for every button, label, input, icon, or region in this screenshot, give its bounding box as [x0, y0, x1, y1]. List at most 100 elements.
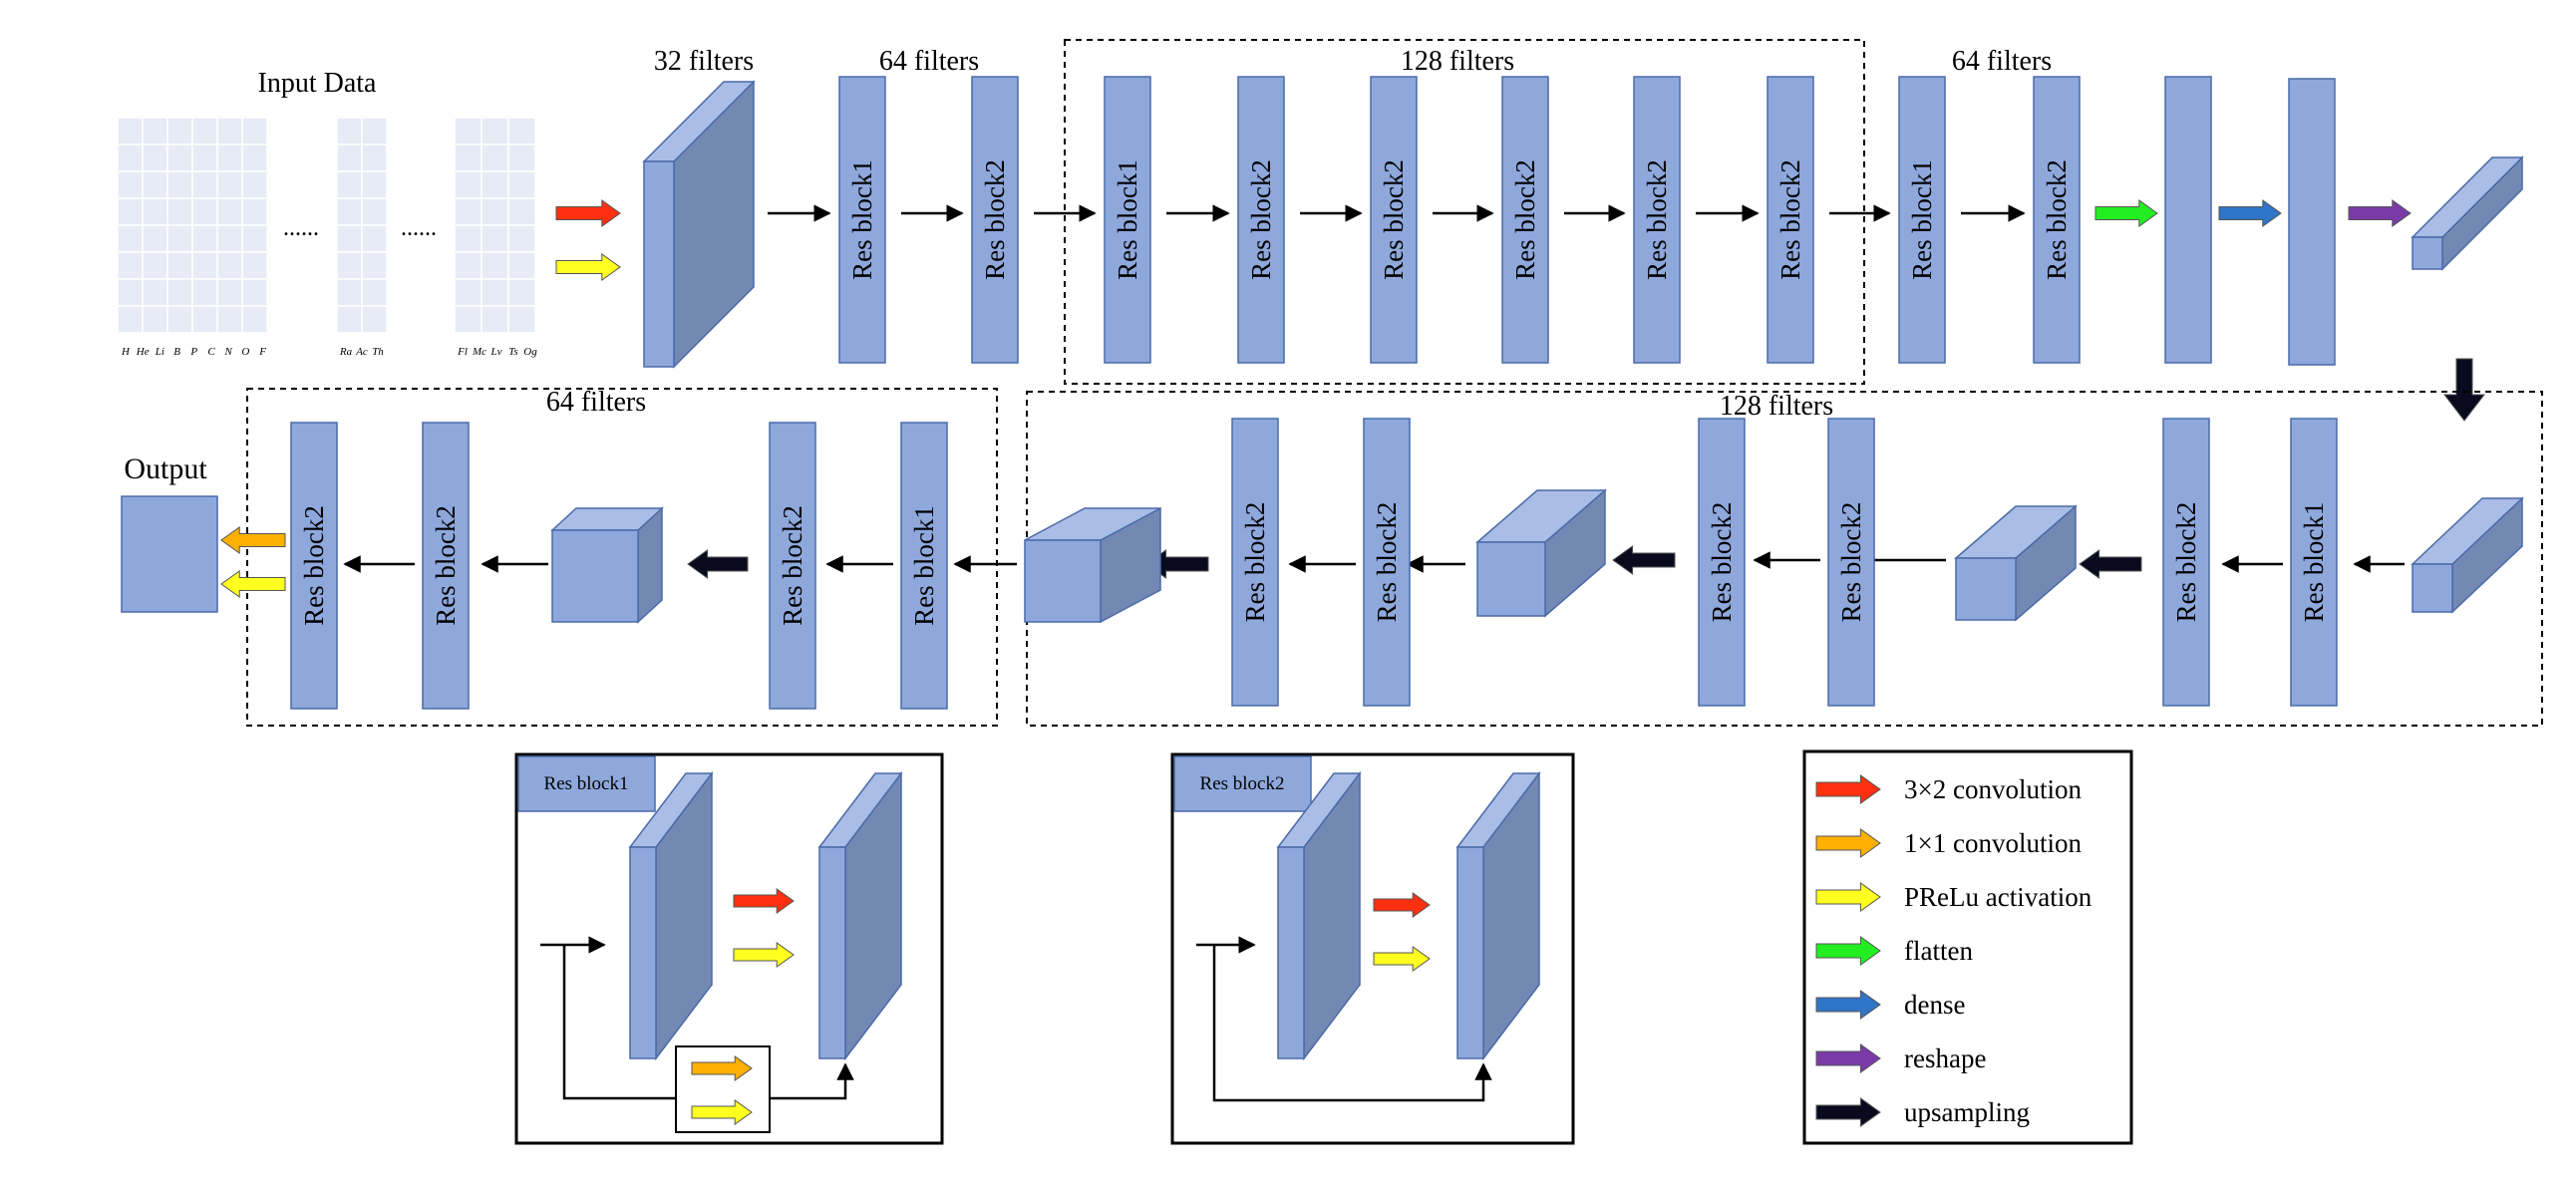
conv3x2-legend-arrow [1815, 774, 1881, 804]
res-block-mid-6-label: Res block2 [1372, 502, 1402, 623]
grid-a-cell [241, 197, 268, 226]
res-block-mid-4-body [900, 422, 948, 710]
flatten-legend-arrow [1815, 936, 1881, 966]
grid-a-cell [216, 170, 243, 199]
grid-a-cell [166, 170, 193, 199]
legend-label-prelu: PReLu activation [1904, 882, 2093, 912]
grid-c-cell [481, 224, 509, 253]
grid-a-cell [216, 117, 243, 146]
dense-vector [2288, 78, 2336, 366]
middle-row: Res block1 Res block2 Res block2 Res block2… [121, 418, 2524, 710]
detail2-slab-2 [1455, 770, 1541, 1061]
upsampling-arrow [687, 549, 749, 579]
res-block-top-10-body [2033, 76, 2081, 364]
grid-c-cell [481, 251, 509, 280]
group-128-filters-top-box [1064, 39, 1865, 385]
res-block-top-4-label: Res block2 [1246, 159, 1276, 280]
detail1-slab-2-front [818, 846, 846, 1059]
reshape-arrow [2348, 199, 2412, 227]
grid-a-cell [117, 170, 144, 199]
input-ellipsis-1: ...... [283, 215, 319, 241]
label-64-filters-top-right: 64 filters [1952, 46, 2052, 77]
upsample-cube-1 [1024, 506, 1161, 624]
element-label: C [207, 346, 215, 358]
res-block-mid-7-body [1698, 418, 1746, 707]
grid-b-cell [361, 224, 388, 253]
detail1-slab-2 [817, 770, 903, 1061]
grid-c-cell [454, 305, 483, 334]
reshape-slab [2411, 155, 2524, 271]
grid-c-cell [454, 197, 483, 226]
grid-a-cell [142, 251, 168, 280]
dense-arrow [2218, 199, 2282, 227]
res-block-mid-8-body [1827, 418, 1875, 707]
grid-b-cell [336, 170, 363, 199]
res-block-top-7-body [1633, 76, 1681, 364]
grid-a-cell [216, 197, 243, 226]
grid-c-cell [507, 117, 536, 146]
grid-a-cell [191, 224, 218, 253]
grid-c-cell [481, 305, 509, 334]
dense-legend-arrow [1815, 990, 1881, 1020]
filters-32-slab [642, 80, 756, 369]
grid-a-cell [166, 197, 193, 226]
res-block-top-2-body [971, 76, 1019, 364]
output-label: Output [124, 452, 207, 485]
grid-b-cell [361, 305, 388, 334]
grid-b-cell [361, 251, 388, 280]
group-64-filters-bottom-box [246, 388, 998, 727]
shortcut-box [675, 1045, 771, 1133]
element-label: He [136, 346, 150, 358]
grid-b-cell [361, 170, 388, 199]
grid-c-cell [454, 117, 483, 146]
res-block-mid-8: Res block2 [1827, 418, 1875, 707]
prelu-legend-arrow [1815, 882, 1881, 912]
res-block-top-8: Res block2 [1767, 76, 1814, 364]
grid-a-cell [191, 305, 218, 334]
element-label: Th [372, 346, 384, 358]
element-label: Ac [355, 346, 368, 358]
detail2-slab-1-front [1277, 846, 1305, 1059]
legend-label-flatten: flatten [1904, 936, 1973, 966]
res-block-top-9-body [1898, 76, 1946, 364]
upsample-cube-3-front [1955, 557, 2017, 621]
grid-c-cell [507, 305, 536, 334]
res-block-top-7: Res block2 [1633, 76, 1681, 364]
res-block-top-6: Res block2 [1501, 76, 1549, 364]
top-row: Res block1 Res block2 Res block1 Res block2… [642, 76, 2524, 369]
grid-b-cell [336, 224, 363, 253]
grid-a-cell [241, 144, 268, 172]
mid-input-slab [2411, 496, 2524, 614]
res-block-mid-5-label: Res block2 [1240, 502, 1270, 623]
res-block-top-4-body [1237, 76, 1285, 364]
upsample-cube-2-front [1476, 541, 1546, 617]
grid-a-cell [142, 197, 168, 226]
flatten-arrow [2094, 199, 2158, 227]
grid-c-cell [454, 224, 483, 253]
grid-a-cell [117, 278, 144, 307]
element-label: Ra [339, 346, 353, 358]
grid-a-cell [191, 144, 218, 172]
res-block-top-1-label: Res block1 [847, 159, 877, 280]
grid-a-cell [241, 170, 268, 199]
upsample-cube-2 [1474, 488, 1608, 618]
grid-b-cell [336, 305, 363, 334]
grid-a-cell [241, 251, 268, 280]
res-block-mid-9-body [2162, 418, 2210, 707]
grid-a-cell [216, 251, 243, 280]
res-block-mid-4-label: Res block1 [909, 505, 939, 626]
grid-b-cell [336, 144, 363, 172]
res-block-top-1-body [838, 76, 886, 364]
grid-a-cell [142, 278, 168, 307]
grid-a-cell [142, 305, 168, 334]
input-grid-c [454, 117, 536, 334]
detail1-slab-1 [628, 770, 714, 1061]
legend-label-upsampling: upsampling [1904, 1097, 2030, 1127]
res-block-top-5-body [1370, 76, 1418, 364]
res-block-mid-2-body [422, 422, 470, 710]
res-block-top-3-label: Res block1 [1113, 159, 1142, 280]
input-ellipsis-2: ...... [401, 215, 437, 241]
upsampling-legend-arrow [1815, 1097, 1881, 1127]
